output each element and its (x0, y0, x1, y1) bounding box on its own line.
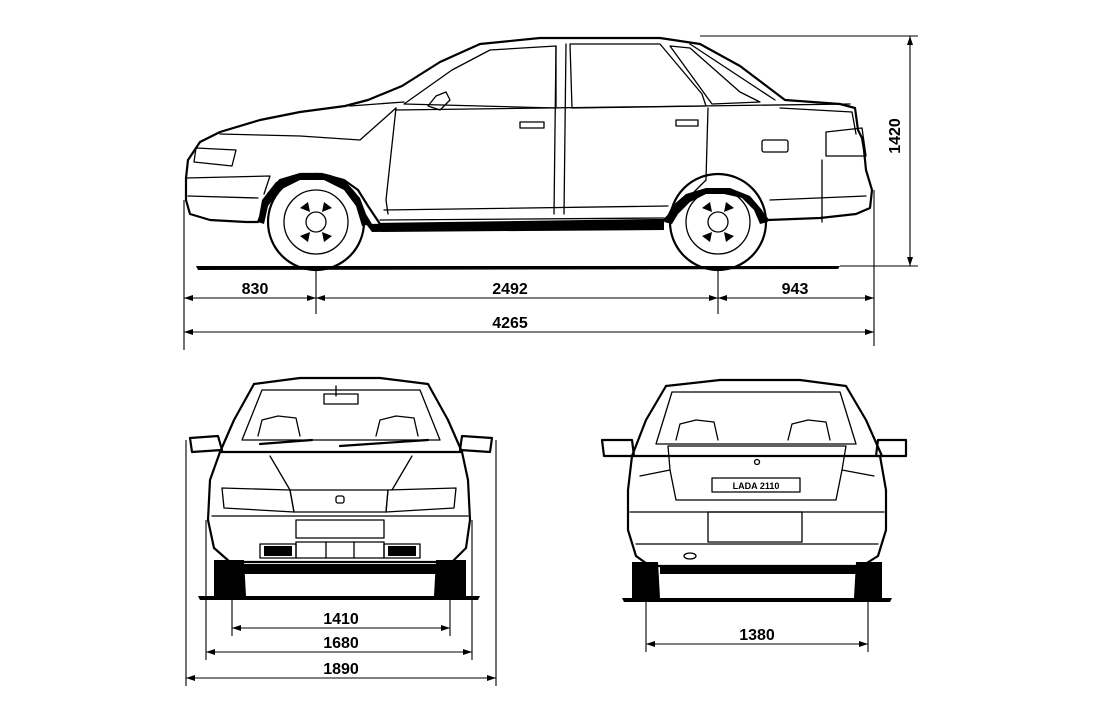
side-body-outline (184, 36, 874, 226)
body-width-label: 1680 (323, 635, 359, 652)
mirror-width-label: 1890 (323, 661, 359, 678)
rear-overhang-label: 943 (782, 281, 809, 298)
front-overhang-label: 830 (242, 281, 269, 298)
rear-view: LADA 2110 (600, 378, 908, 602)
height-label: 1420 (887, 118, 904, 154)
front-view (188, 376, 494, 600)
rear-track-label: 1380 (739, 627, 775, 644)
rear-view-dimensions: 1380 (645, 602, 869, 652)
front-track-label: 1410 (323, 611, 359, 628)
rear-badge: LADA 2110 (733, 481, 780, 491)
side-view-dimensions: 830 2492 943 4265 1420 (183, 35, 918, 350)
side-view (184, 36, 874, 272)
wheelbase-label: 2492 (492, 281, 528, 298)
overall-length-label: 4265 (492, 315, 528, 332)
front-view-dimensions: 1410 1680 1890 (185, 440, 497, 686)
